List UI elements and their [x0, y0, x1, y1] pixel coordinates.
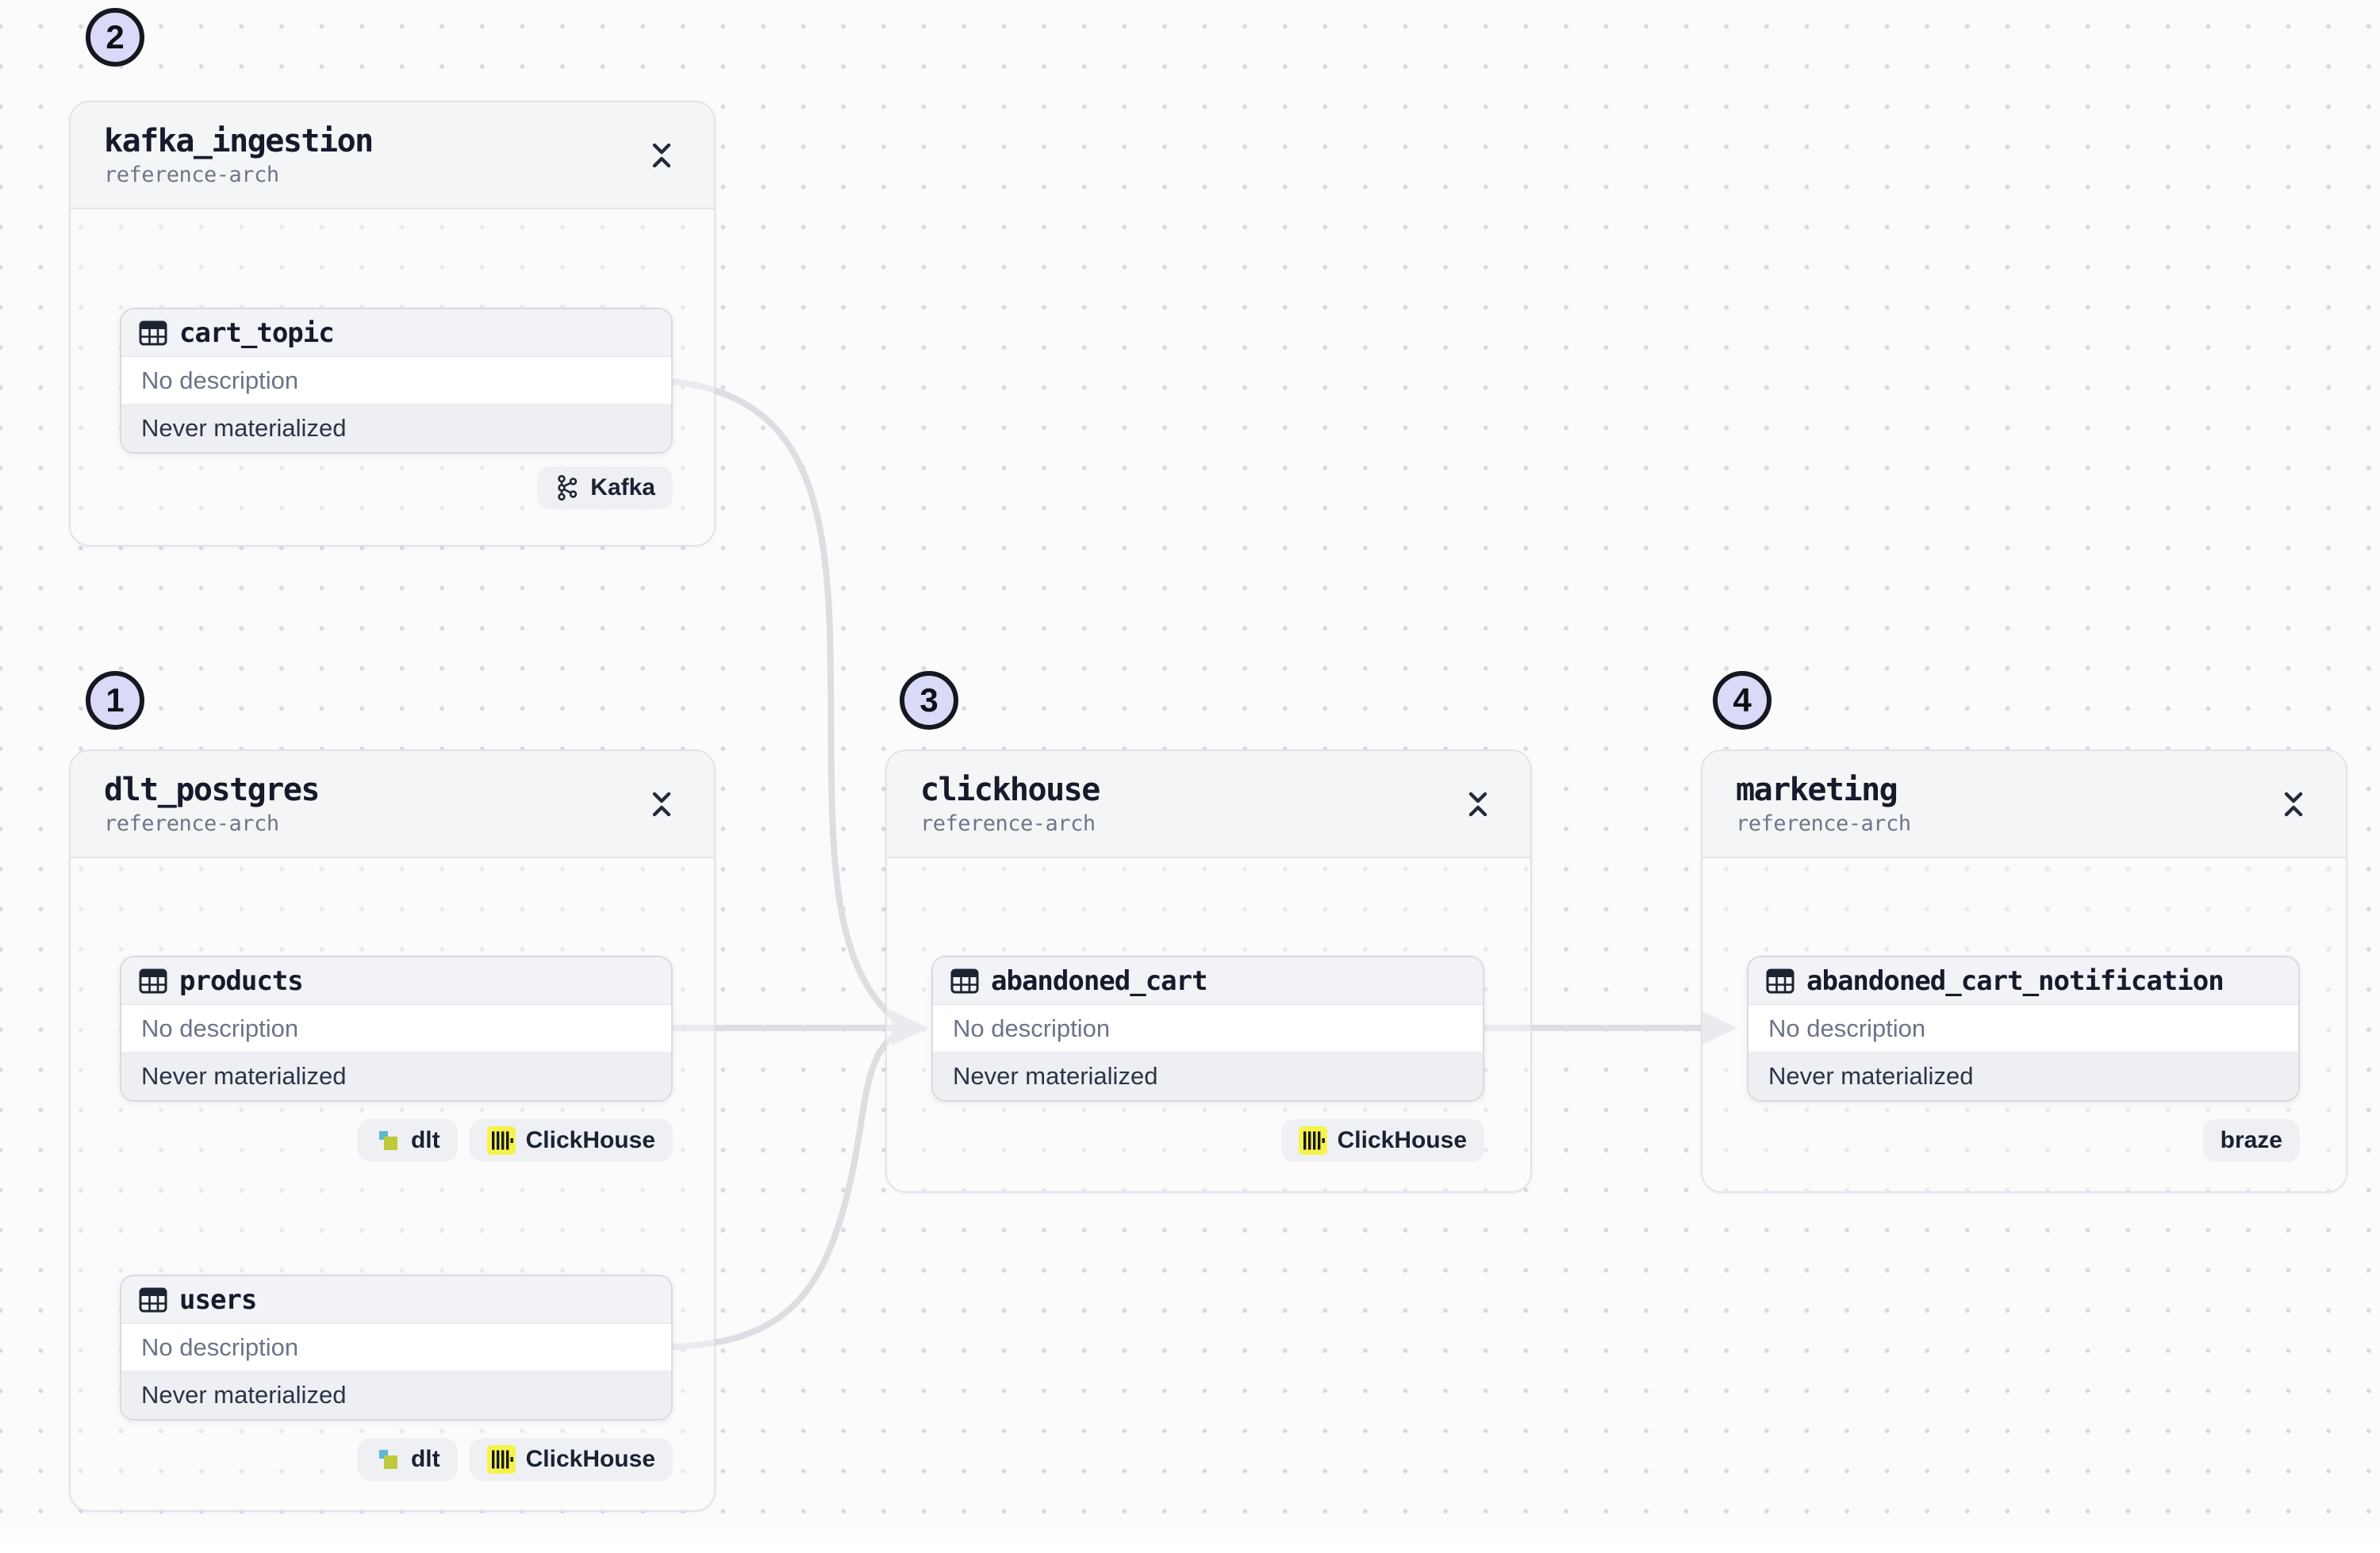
tag-label: ClickHouse: [525, 1446, 655, 1472]
table-icon: [139, 967, 167, 995]
tag-clickhouse: ClickHouse: [469, 1438, 673, 1481]
tag-row-products: dlt ClickHouse: [120, 1119, 673, 1162]
tag-clickhouse: ClickHouse: [469, 1119, 673, 1162]
dlt-icon: [375, 1448, 401, 1471]
asset-description: No description: [1749, 1005, 2298, 1053]
asset-name: users: [179, 1283, 257, 1316]
tag-label: Kafka: [590, 474, 655, 500]
tag-label: dlt: [410, 1446, 440, 1472]
group-titles: marketing reference-arch: [1736, 773, 2276, 836]
asset-node-header: cart_topic: [121, 309, 671, 357]
asset-node-abandoned_cart_notification[interactable]: abandoned_cart_notification No descripti…: [1747, 956, 2300, 1102]
asset-name: products: [179, 964, 304, 997]
step-badge-2: 2: [86, 8, 144, 67]
asset-description: No description: [933, 1005, 1483, 1053]
group-header[interactable]: dlt_postgres reference-arch: [71, 751, 714, 858]
group-header[interactable]: clickhouse reference-arch: [887, 751, 1530, 858]
tag-braze: braze: [2202, 1119, 2300, 1162]
asset-name: cart_topic: [179, 316, 335, 349]
table-icon: [139, 1286, 167, 1314]
collapse-group-button[interactable]: [2276, 782, 2311, 826]
tag-row-users: dlt ClickHouse: [120, 1438, 673, 1481]
asset-node-header: users: [121, 1276, 671, 1324]
tag-label: braze: [2220, 1127, 2282, 1153]
bottom-fade: [0, 1517, 2380, 1553]
tag-clickhouse: ClickHouse: [1280, 1119, 1484, 1162]
clickhouse-icon: [486, 1445, 516, 1474]
tag-dlt: dlt: [357, 1119, 458, 1162]
dlt-icon: [375, 1129, 401, 1152]
tag-kafka: Kafka: [537, 466, 673, 509]
tag-row-abandoned_cart: ClickHouse: [931, 1119, 1484, 1162]
step-badge-3: 3: [900, 671, 958, 730]
tag-dlt: dlt: [357, 1438, 458, 1481]
step-number: 4: [1733, 681, 1752, 719]
tag-row-cart_topic: Kafka: [120, 466, 673, 509]
group-subtitle: reference-arch: [104, 162, 279, 187]
group-subtitle: reference-arch: [920, 811, 1096, 836]
tag-label: ClickHouse: [1337, 1127, 1467, 1153]
asset-node-header: abandoned_cart: [933, 957, 1483, 1005]
step-number: 3: [919, 681, 939, 719]
group-title: dlt_postgres: [104, 771, 320, 808]
kafka-icon: [555, 474, 580, 501]
asset-node-header: abandoned_cart_notification: [1749, 957, 2298, 1005]
asset-status: Never materialized: [1749, 1053, 2298, 1100]
asset-node-products[interactable]: products No description Never materializ…: [120, 956, 673, 1102]
group-titles: dlt_postgres reference-arch: [104, 773, 644, 836]
step-badge-1: 1: [86, 671, 144, 730]
group-subtitle: reference-arch: [104, 811, 279, 836]
asset-name: abandoned_cart_notification: [1806, 964, 2225, 997]
asset-node-users[interactable]: users No description Never materialized: [120, 1275, 673, 1421]
asset-node-header: products: [121, 957, 671, 1005]
group-title: clickhouse: [920, 771, 1100, 808]
tag-row-abandoned_cart_notification: braze: [1747, 1119, 2300, 1162]
asset-status: Never materialized: [121, 405, 671, 452]
table-icon: [1766, 967, 1795, 995]
step-number: 2: [106, 18, 125, 56]
group-titles: kafka_ingestion reference-arch: [104, 124, 644, 187]
group-title: kafka_ingestion: [104, 122, 374, 159]
asset-node-cart_topic[interactable]: cart_topic No description Never material…: [120, 308, 673, 454]
step-number: 1: [106, 681, 125, 719]
table-icon: [950, 967, 979, 995]
group-header[interactable]: marketing reference-arch: [1702, 751, 2346, 858]
asset-status: Never materialized: [121, 1053, 671, 1100]
collapse-icon: [2283, 792, 2304, 816]
asset-status: Never materialized: [933, 1053, 1483, 1100]
collapse-group-button[interactable]: [644, 782, 679, 826]
collapse-group-button[interactable]: [1461, 782, 1495, 826]
step-badge-4: 4: [1713, 671, 1772, 730]
asset-description: No description: [121, 1005, 671, 1053]
collapse-icon: [1468, 792, 1488, 816]
tag-label: ClickHouse: [525, 1127, 655, 1153]
tag-label: dlt: [410, 1127, 440, 1153]
group-header[interactable]: kafka_ingestion reference-arch: [71, 102, 714, 209]
group-title: marketing: [1736, 771, 1898, 808]
group-subtitle: reference-arch: [1736, 811, 1911, 836]
collapse-group-button[interactable]: [644, 133, 679, 178]
clickhouse-icon: [486, 1126, 516, 1155]
asset-status: Never materialized: [121, 1371, 671, 1419]
clickhouse-icon: [1298, 1126, 1327, 1155]
collapse-icon: [651, 792, 672, 816]
collapse-icon: [651, 144, 672, 167]
asset-description: No description: [121, 1324, 671, 1371]
asset-description: No description: [121, 357, 671, 405]
asset-node-abandoned_cart[interactable]: abandoned_cart No description Never mate…: [931, 956, 1484, 1102]
table-icon: [139, 319, 167, 347]
asset-name: abandoned_cart: [991, 964, 1208, 997]
group-titles: clickhouse reference-arch: [920, 773, 1461, 836]
